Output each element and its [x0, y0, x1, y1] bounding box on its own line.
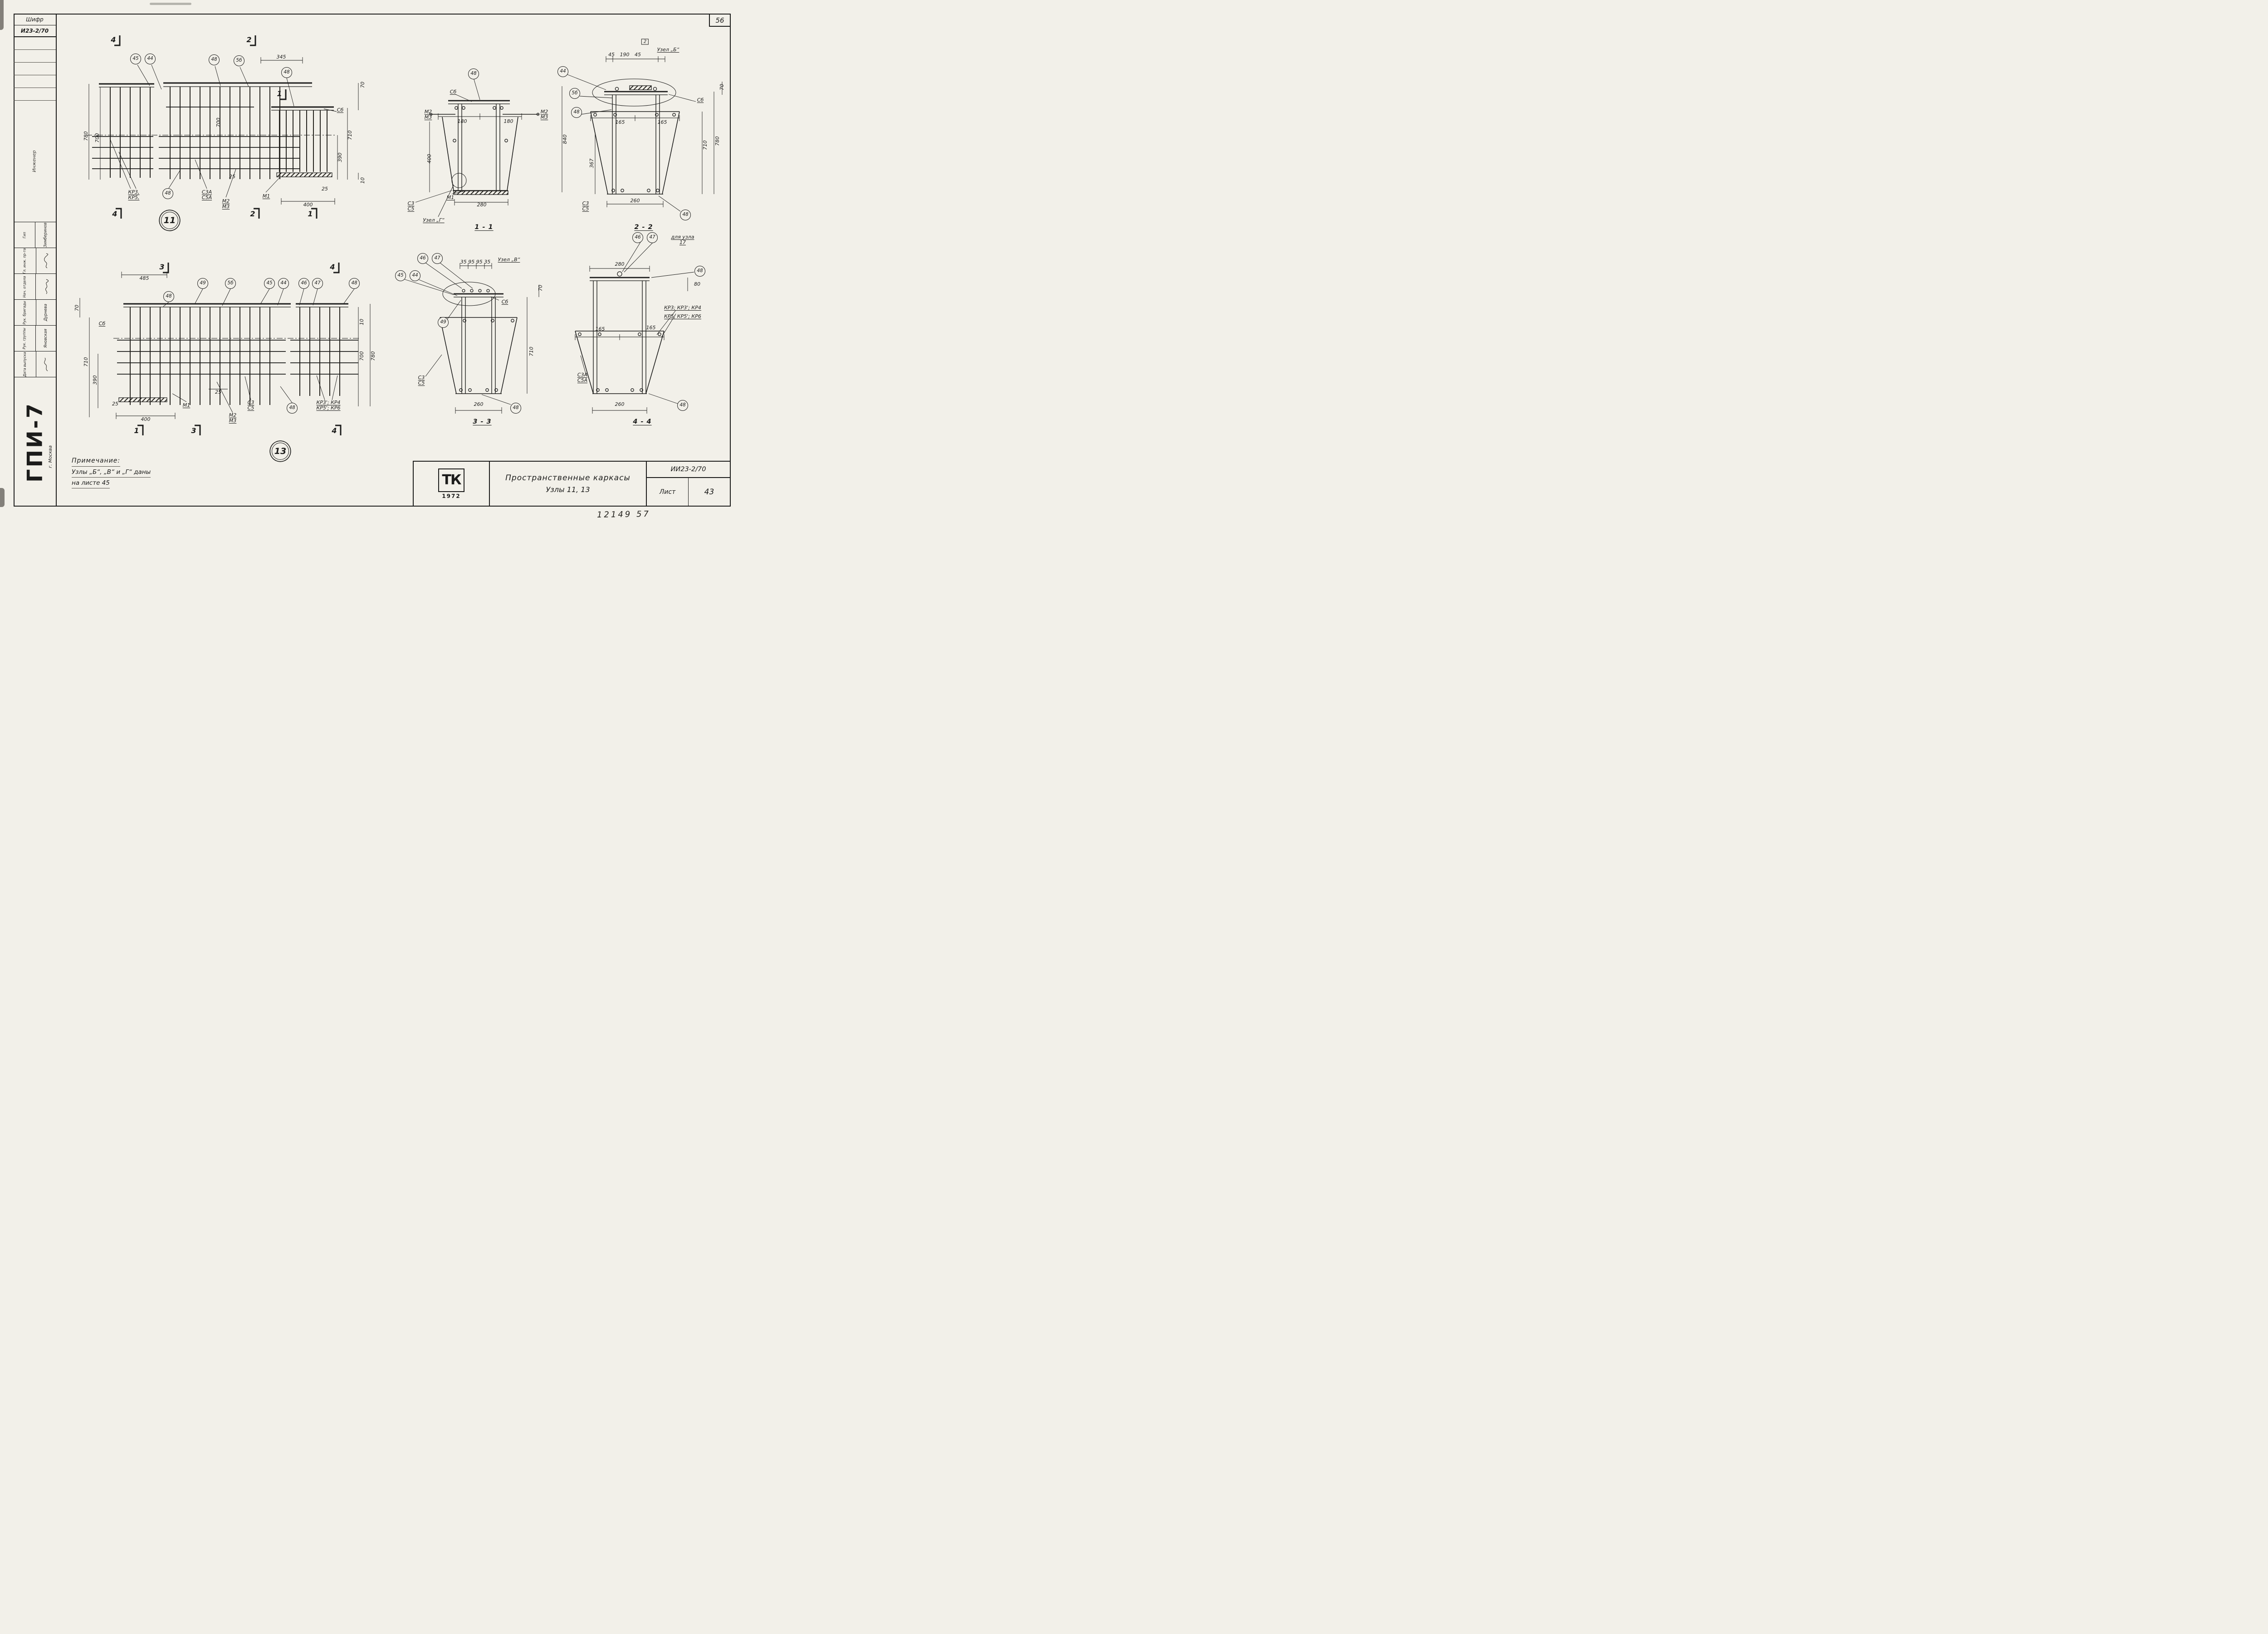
revision-row — [14, 63, 56, 75]
rotated-note-cell: Инженер — [14, 101, 56, 222]
code-label: Шифр — [14, 14, 56, 25]
title-block-right: ИИ23-2/70 Лист 43 — [647, 462, 730, 506]
section-1-1-art — [415, 78, 562, 217]
drawing-linework — [79, 35, 723, 435]
document-code: ИИ23-2/70 — [647, 462, 730, 478]
revision-row — [14, 37, 56, 50]
drawing-subtitle: Узлы 11, 13 — [546, 485, 590, 494]
frame-13-art — [79, 263, 371, 435]
role-cell: Рук. бригады — [14, 300, 36, 325]
rotated-note: Инженер — [32, 150, 37, 172]
signature — [44, 357, 48, 371]
title-cell: Пространственные каркасы Узлы 11, 13 — [490, 462, 647, 506]
sheet-cell: Лист 43 — [647, 478, 730, 506]
note-line: на листе 45 — [72, 478, 110, 488]
role-cell: Нач. отдела — [14, 274, 36, 299]
stamp-row: Гип Зимберинов — [14, 222, 56, 248]
name-cell — [36, 351, 56, 377]
section-4-4-art — [575, 242, 694, 414]
role-cell: Рук. группы — [14, 326, 36, 351]
signature — [45, 279, 49, 294]
logo-year: 1972 — [442, 493, 461, 499]
scan-artifact — [0, 488, 5, 507]
organization-name: ГПИ-7 — [22, 401, 47, 483]
name-cell: Яновская — [43, 329, 48, 348]
left-stamp-panel: Шифр И23-2/70 Инженер Гип Зимберинов Гл.… — [14, 14, 57, 507]
signature — [44, 253, 48, 268]
organization-city: г. Москва — [48, 445, 53, 468]
drawing-title: Пространственные каркасы — [505, 473, 631, 483]
revision-row — [14, 88, 56, 101]
stamp-row: Дата выпуска — [14, 351, 56, 377]
name-cell — [36, 274, 56, 299]
note-block: Примечание: Узлы „Б“, „В“ и „Г“ даны на … — [72, 456, 185, 489]
section-2-2-art — [567, 56, 723, 212]
sheet-number: 43 — [704, 487, 714, 497]
code-value: И23-2/70 — [14, 25, 56, 37]
revision-row — [14, 75, 56, 88]
drawing-frame — [14, 14, 731, 507]
stamp-row: Рук. бригады Дурнева — [14, 300, 56, 326]
frame-11-art — [86, 35, 359, 219]
scan-artifact — [0, 0, 4, 30]
stamp-row: Нач. отдела — [14, 274, 56, 300]
note-line: Узлы „Б“, „В“ и „Г“ даны — [72, 468, 151, 478]
role-cell: Дата выпуска — [14, 351, 36, 377]
scan-artifact — [150, 3, 191, 5]
organization-cell: ГПИ-7 г. Москва — [14, 377, 56, 507]
role-cell: Гл. инж. пр-та — [14, 248, 36, 273]
revision-row — [14, 50, 56, 63]
title-block: ТК 1972 Пространственные каркасы Узлы 11… — [413, 461, 731, 507]
sheet-label: Лист — [647, 478, 689, 506]
logo-cell: ТК 1972 — [414, 462, 490, 506]
role-cell: Гип — [14, 222, 35, 248]
stamp-row: Гл. инж. пр-та — [14, 248, 56, 274]
name-cell — [36, 248, 56, 273]
top-sheet-number: 56 — [709, 15, 730, 27]
handwritten-archive-number: 12149 57 — [596, 509, 651, 520]
stamp-row: Рук. группы Яновская — [14, 326, 56, 351]
name-cell: Дурнева — [44, 303, 49, 322]
note-title: Примечание: — [72, 456, 121, 467]
name-cell: Зимберинов — [43, 222, 48, 248]
tk-logo: ТК — [438, 468, 464, 492]
